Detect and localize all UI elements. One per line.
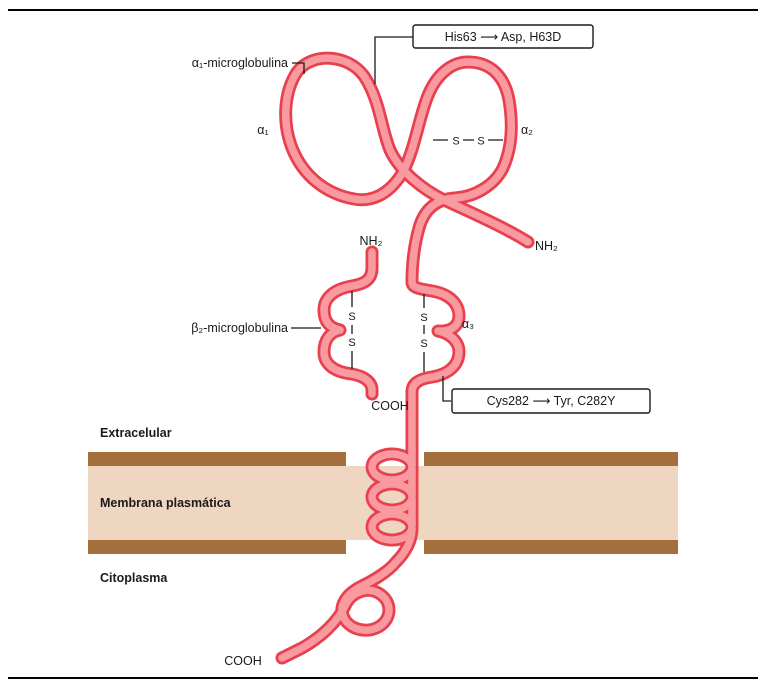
cys282-mutation-callout bbox=[451, 388, 651, 414]
his63-pointer-line bbox=[374, 36, 413, 84]
alpha2-disulfide-s-label: S bbox=[477, 136, 484, 148]
alpha2-domain-label: α₂ bbox=[521, 123, 533, 137]
cooh-terminus-beta2m-label: COOH bbox=[371, 399, 409, 413]
cys282-pointer-line bbox=[442, 376, 451, 402]
membrane-bar-top-right bbox=[424, 452, 678, 466]
hfe-protein-chain-core bbox=[278, 54, 532, 662]
alpha1-domain-label: α₁ bbox=[257, 123, 268, 137]
alpha1-microglobulin-label: α₁-microglobulina bbox=[192, 56, 288, 70]
cytoplasm-label: Citoplasma bbox=[100, 571, 168, 585]
beta2m-disulfide-s-label: S bbox=[348, 311, 355, 323]
his63-mutation-callout bbox=[412, 24, 594, 49]
alpha3-disulfide-s-label: S bbox=[420, 338, 427, 350]
his63-mutation-text: His63 ⟶ Asp, H63D bbox=[445, 30, 562, 44]
nh2-terminus-beta2m-label: NH₂ bbox=[360, 234, 383, 248]
alpha2-disulfide-s-label: S bbox=[452, 136, 459, 148]
membrane-bar-top-left bbox=[88, 452, 346, 466]
alpha3-domain-label: α₃ bbox=[462, 317, 474, 331]
cys282-mutation-text: Cys282 ⟶ Tyr, C282Y bbox=[487, 394, 617, 408]
nh2-terminus-chain-label: NH₂ bbox=[535, 239, 558, 253]
membrane-bar-bottom-left bbox=[88, 540, 346, 554]
plasma-membrane-label: Membrana plasmática bbox=[100, 496, 232, 510]
cooh-terminus-tail-label: COOH bbox=[224, 654, 262, 668]
beta2-microglobulin-label: β₂-microglobulina bbox=[191, 321, 288, 335]
alpha3-disulfide-s-label: S bbox=[420, 312, 427, 324]
beta2m-disulfide-s-label: S bbox=[348, 337, 355, 349]
extracellular-label: Extracelular bbox=[100, 426, 172, 440]
membrane-bar-bottom-right bbox=[424, 540, 678, 554]
beta2-microglobulin-chain-core bbox=[320, 248, 376, 398]
alpha1-microglobulin-pointer-line bbox=[292, 62, 305, 74]
